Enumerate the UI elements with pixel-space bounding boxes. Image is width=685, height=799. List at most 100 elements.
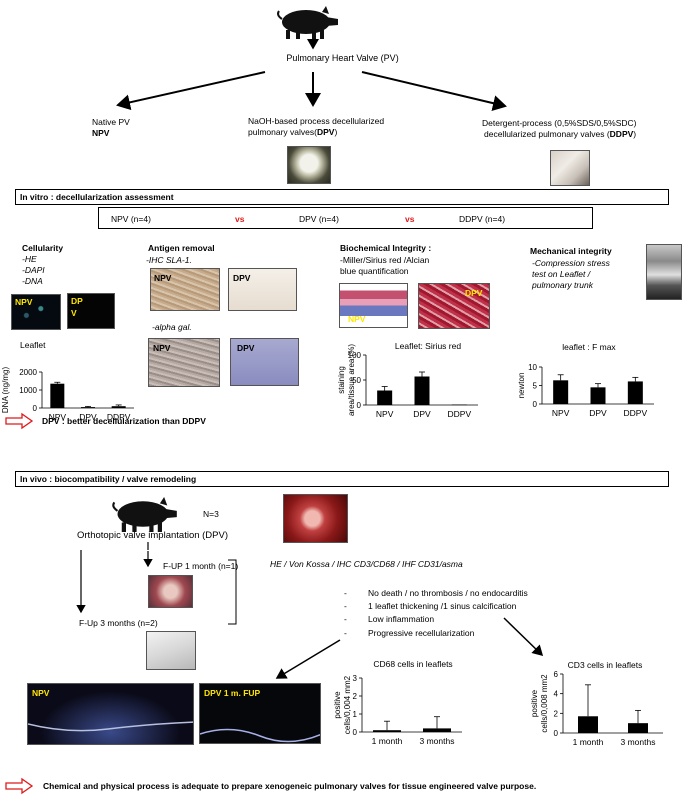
naoh-label: NaOH-based process decellularized (248, 116, 385, 126)
mechanical-line-1: -Compression stress (532, 258, 610, 268)
invivo-header-box: In vivo : biocompatibility / valve remod… (15, 471, 669, 487)
finding-bullet-1: - (344, 588, 347, 598)
fup-1-label: F-UP 1 month (n=1) (163, 561, 239, 571)
dpv-valve-photo (287, 146, 331, 184)
y-tick-label: 2 (353, 692, 358, 701)
y-tick-label: 10 (528, 363, 537, 372)
ihc-npv-image: NPV (150, 268, 220, 311)
surgery-photo (283, 494, 348, 543)
bar (377, 390, 393, 405)
y-tick-label: 0 (533, 400, 538, 409)
x-tick-label: DDPV (624, 408, 648, 418)
naoh-label-2: pulmonary valves(DPV) (248, 127, 338, 137)
pig-icon (277, 6, 338, 39)
native-abbr: NPV (92, 128, 110, 138)
y-tick-label: 6 (554, 670, 559, 679)
finding-4: Progressive recellularization (368, 628, 475, 638)
x-tick-label: NPV (49, 412, 67, 422)
alphagal-npv-image: NPV (148, 338, 220, 387)
fup-3-photo (146, 631, 196, 670)
y-tick-label: 100 (348, 351, 362, 360)
sirius-npv-image: NPV (339, 283, 408, 328)
x-tick-label: 3 months (420, 736, 455, 746)
x-tick-label: DPV (589, 408, 607, 418)
mechanical-title: Mechanical integrity (530, 246, 612, 256)
cellularity-item-2: -DAPI (22, 265, 45, 275)
native-label: Native PV (92, 117, 130, 127)
bar (414, 376, 430, 405)
chart-title: Leaflet: Sirius red (395, 341, 461, 351)
x-tick-label: DPV (413, 409, 431, 419)
invitro-header-box: In vitro : decellularization assessment (15, 189, 669, 205)
antigen-sub-2: -alpha gal. (152, 322, 192, 332)
sirius-dpv-image: DPV (418, 283, 490, 329)
mechanical-line-3: pulmonary trunk (532, 280, 593, 290)
biochem-line-2: blue quantification (340, 266, 409, 276)
invivo-methods: HE / Von Kossa / IHC CD3/CD68 / IHF CD31… (270, 559, 463, 569)
final-conclusion: Chemical and physical process is adequat… (43, 781, 537, 791)
x-tick-label: NPV (376, 409, 394, 419)
antigen-title: Antigen removal (148, 243, 215, 253)
bar (628, 723, 648, 733)
y-tick-label: 1 (353, 710, 358, 719)
mechanical-line-2: test on Leaflet / (532, 269, 591, 279)
y-tick-label: 2 (554, 709, 559, 718)
bar (590, 387, 606, 404)
invivo-n: N=3 (203, 509, 219, 519)
compression-machine-photo (646, 244, 682, 300)
if-dpv-image: DPV 1 m. FUP (199, 683, 321, 744)
bar (451, 404, 467, 406)
x-tick-label: DPV (79, 412, 97, 422)
y-tick-label: 4 (554, 690, 559, 699)
x-tick-label: NPV (552, 408, 570, 418)
groups-box: NPV (n=4) vs DPV (n=4) vs DDPV (n=4) (98, 207, 593, 229)
group-npv: NPV (n=4) (111, 214, 151, 224)
source-label: Pulmonary Heart Valve (PV) (286, 53, 399, 63)
y-tick-label: 5 (533, 382, 538, 391)
fup-3-label: F-Up 3 months (n=2) (79, 618, 158, 628)
finding-3: Low inflammation (368, 614, 435, 624)
invivo-header: In vivo : biocompatibility / valve remod… (20, 474, 197, 484)
antigen-sub-1: -IHC SLA-1. (146, 255, 192, 265)
cellularity-item-3: -DNA (22, 276, 43, 286)
chart-cd3: CD3 cells in leaflets0246positivecells/0… (530, 660, 663, 747)
y-tick-label: 2000 (19, 368, 37, 377)
chart-cd68: CD68 cells in leaflets0123positivecells/… (333, 659, 462, 746)
group-dpv: DPV (n=4) (299, 214, 339, 224)
y-axis-label: DNA (ng/mg) (1, 367, 10, 414)
y-axis-label: newton (517, 373, 526, 399)
group-ddpv: DDPV (n=4) (459, 214, 506, 224)
finding-bullet-2: - (344, 601, 347, 611)
y-tick-label: 50 (352, 376, 361, 385)
finding-2: 1 leaflet thickening /1 sinus calcificat… (368, 601, 517, 611)
biochem-title: Biochemical Integrity : (340, 243, 432, 253)
chart-title: CD68 cells in leaflets (373, 659, 452, 669)
detergent-label: Detergent-process (0,5%SDS/0,5%SDC) (482, 118, 637, 128)
finding-bullet-4: - (344, 628, 347, 638)
invitro-conclusion: DPV : better decellularization than DDPV (42, 416, 206, 426)
y-tick-label: 1000 (19, 386, 37, 395)
y-tick-label: 0 (353, 728, 358, 737)
biochem-line-1: -Miller/Sirius red /Alcian (340, 255, 430, 265)
x-tick-label: DDPV (448, 409, 472, 419)
dapi-npv-image: NPV (11, 294, 61, 330)
vs-2: vs (405, 214, 415, 224)
finding-bullet-3: - (344, 614, 347, 624)
bar (627, 381, 643, 404)
vs-1: vs (235, 214, 245, 224)
y-tick-label: 0 (357, 401, 362, 410)
detergent-label-2: decellularized pulmonary valves (DDPV) (484, 129, 637, 139)
chart-title: CD3 cells in leaflets (568, 660, 643, 670)
x-tick-label: 1 month (372, 736, 403, 746)
finding-1: No death / no thrombosis / no endocardit… (368, 588, 528, 598)
bar (373, 730, 401, 732)
x-tick-label: 3 months (621, 737, 656, 747)
chart-sirius: Leaflet: Sirius red050100stainingarea/ti… (337, 341, 478, 419)
y-axis-label: positivecells/0,004 mm2 (333, 675, 352, 734)
ihc-dpv-image: DPV (228, 268, 297, 311)
cellularity-item-1: -HE (22, 254, 37, 264)
